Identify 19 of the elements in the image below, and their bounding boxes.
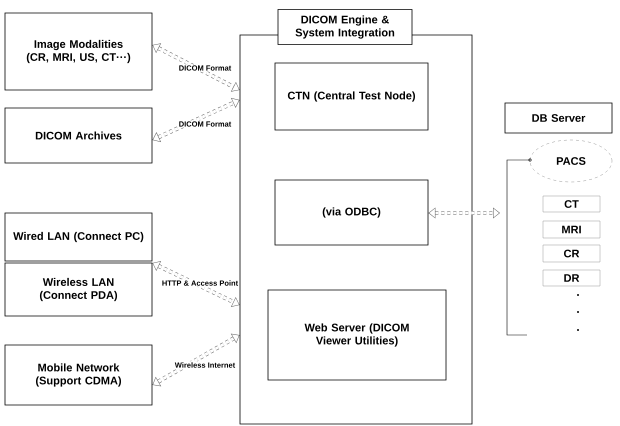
node-label: DICOM Engine & bbox=[301, 15, 389, 26]
process-box: Wired LAN (Connect PC) bbox=[4, 212, 152, 262]
process-box: (via ODBC) bbox=[274, 180, 428, 246]
double-arrow bbox=[428, 208, 500, 218]
process-box: Image Modalities (CR, MRI, US, CT···) bbox=[4, 12, 152, 90]
double-arrow bbox=[152, 334, 240, 386]
process-box: CTN (Central Test Node) bbox=[274, 62, 428, 130]
double-arrow bbox=[152, 43, 240, 92]
double-arrow bbox=[152, 98, 240, 142]
process-box: DB Server bbox=[504, 102, 612, 134]
double-arrow bbox=[152, 261, 240, 307]
list-item-box: CT bbox=[542, 196, 600, 212]
list-item-box: CR bbox=[542, 244, 600, 262]
process-box: Web Server (DICOM Viewer Utilities) bbox=[268, 290, 446, 380]
process-box: Wireless LAN (Connect PDA) bbox=[4, 262, 152, 316]
process-box: DICOM Archives bbox=[4, 108, 152, 164]
list-item-box: MRI bbox=[542, 220, 600, 238]
list-item-box: DR bbox=[542, 270, 600, 286]
process-box: Mobile Network (Support CDMA) bbox=[4, 344, 152, 406]
